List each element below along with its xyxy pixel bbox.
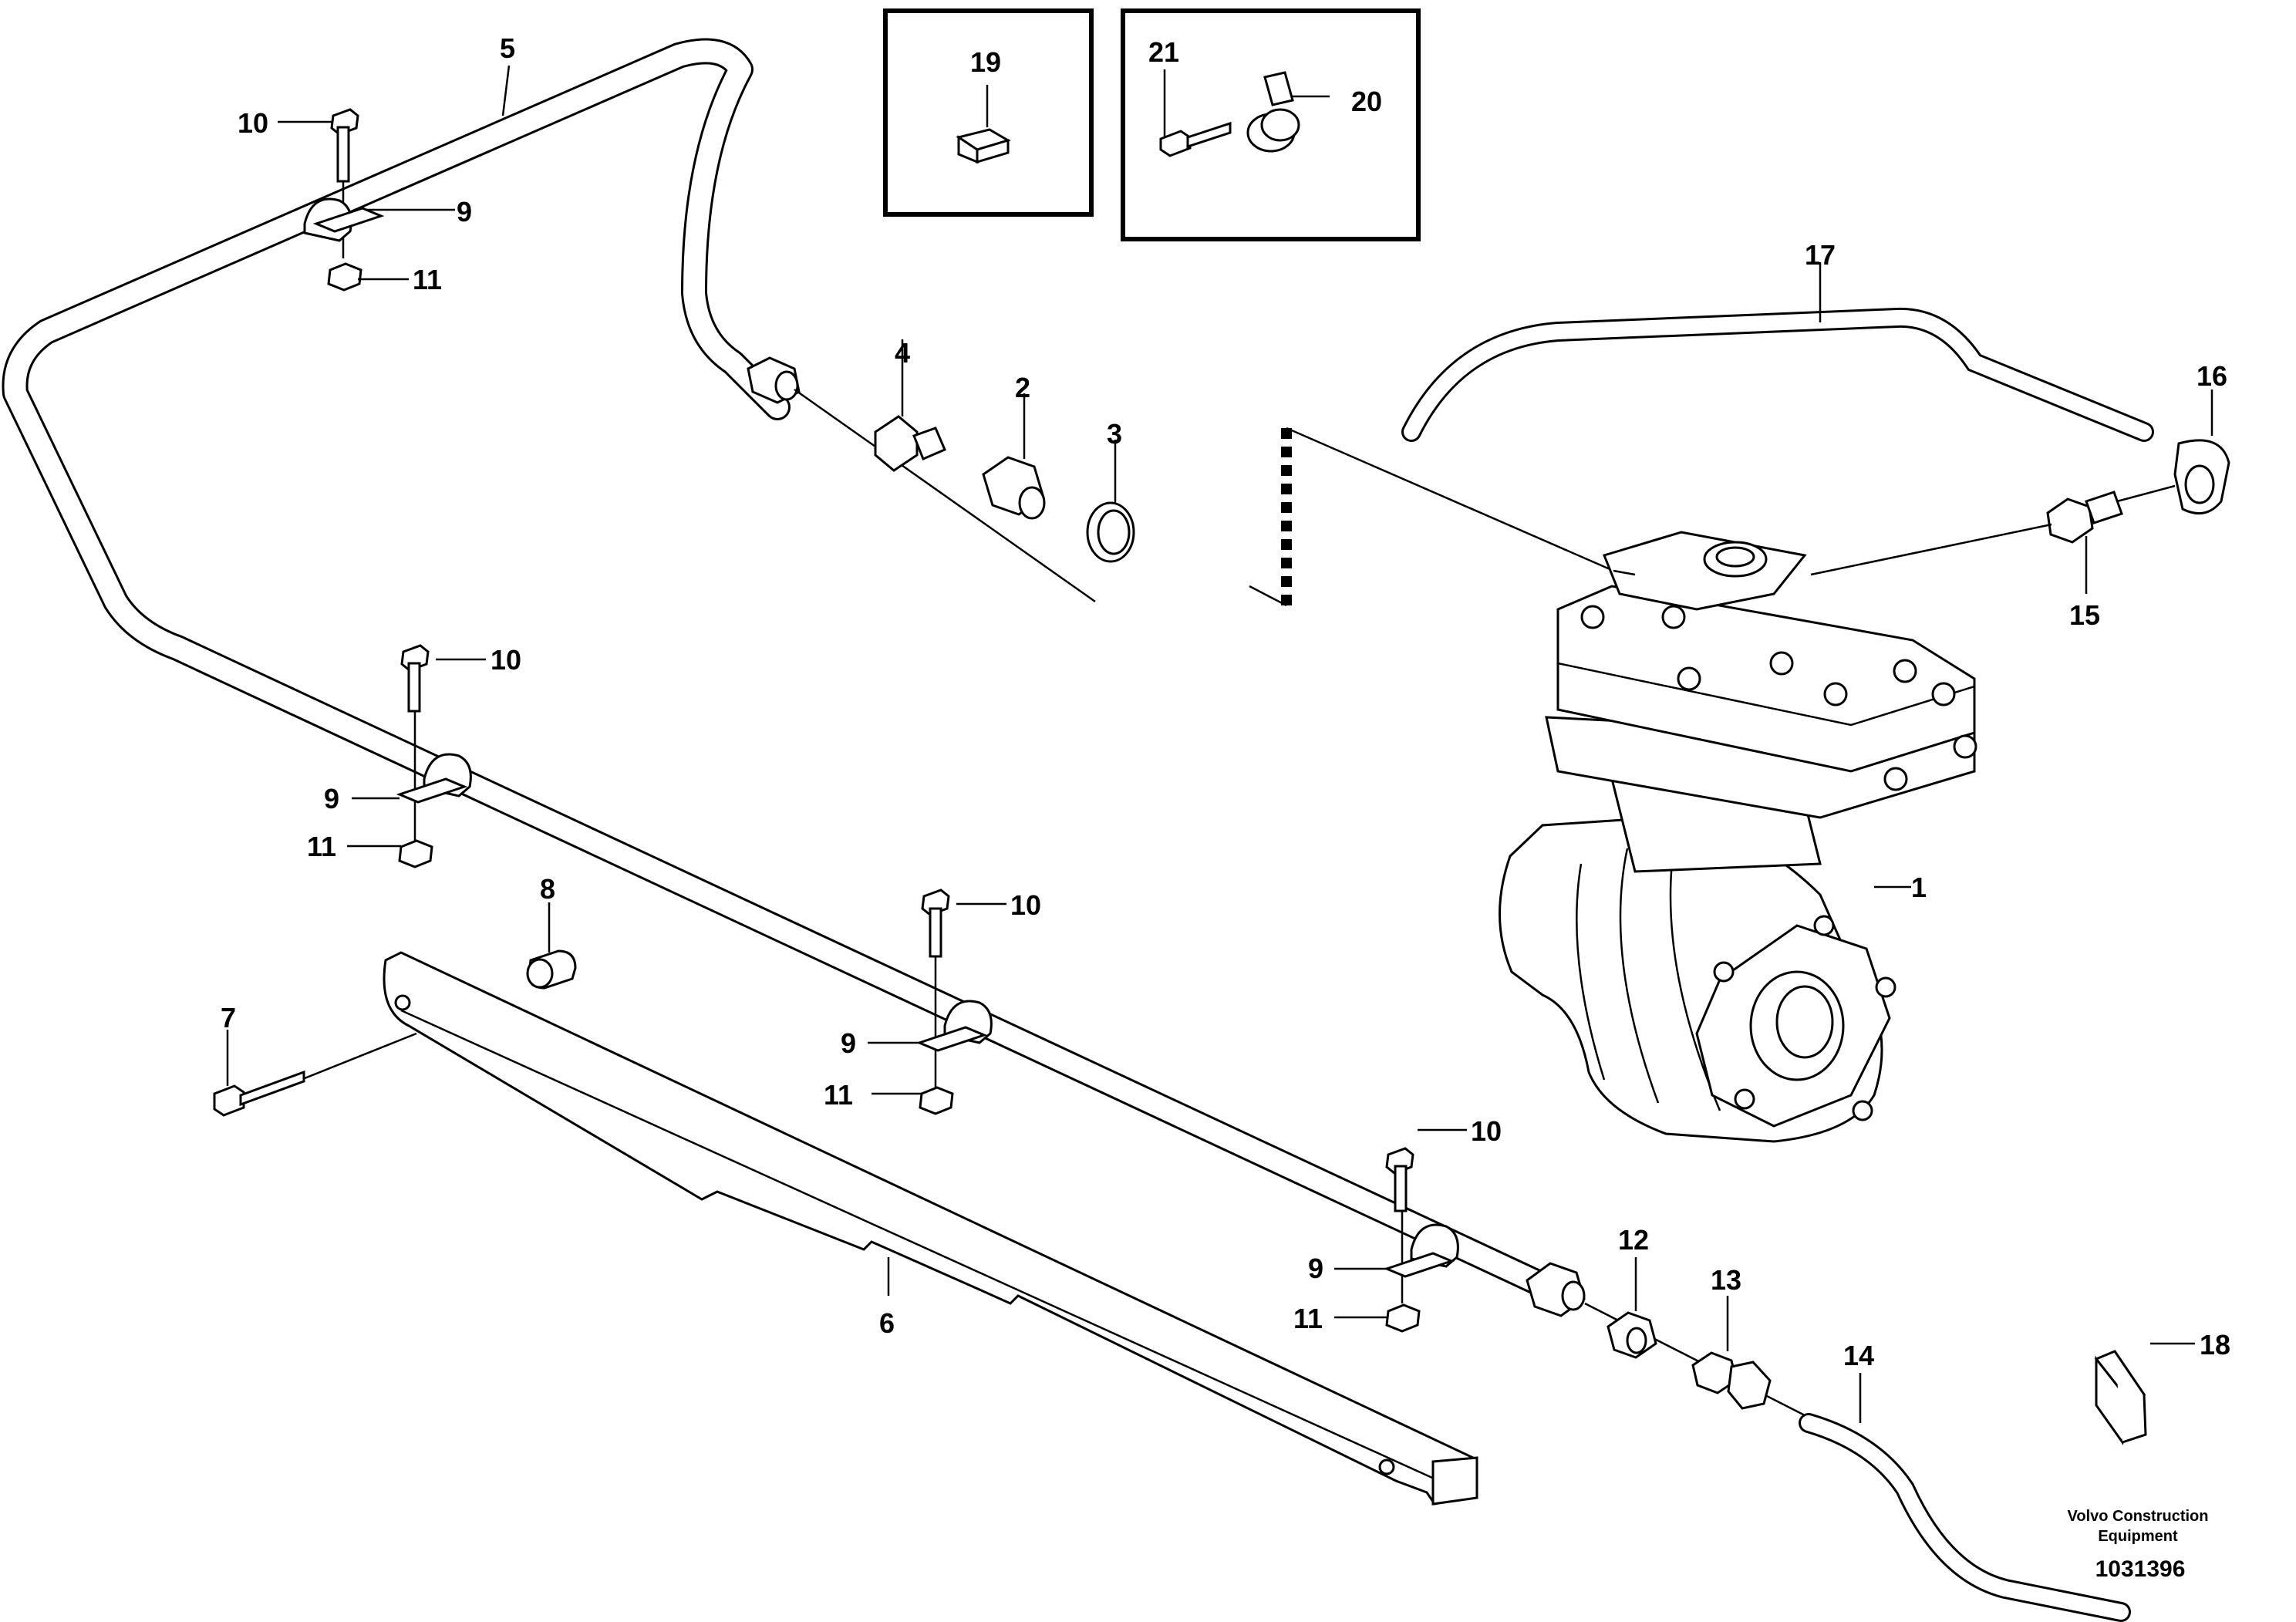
callout-8: 8 [540, 873, 555, 905]
callout-11d: 11 [1293, 1303, 1323, 1334]
bracket-6 [383, 951, 1478, 1506]
union-4 [874, 339, 946, 472]
callout-11c: 11 [824, 1079, 853, 1111]
callout-10b: 10 [491, 644, 521, 676]
callout-13: 13 [1711, 1264, 1741, 1296]
callout-9b: 9 [324, 783, 339, 814]
callout-3: 3 [1107, 418, 1122, 450]
callout-9d: 9 [1308, 1253, 1323, 1284]
callout-4: 4 [895, 337, 910, 369]
pipe-nut-lower [1526, 1262, 1586, 1317]
nipple-15 [1810, 484, 2176, 594]
clamp-set-b [396, 644, 472, 868]
plug-12 [1607, 1257, 1657, 1359]
plug-2 [982, 393, 1046, 520]
detail-box-19 [883, 8, 1094, 217]
callout-2: 2 [1015, 372, 1030, 403]
callout-1: 1 [1911, 872, 1927, 903]
leader-lines [278, 65, 1467, 1319]
hidden-connection [1249, 427, 1614, 607]
callout-11b: 11 [307, 831, 336, 862]
pipe-5 [2, 38, 1579, 1309]
clamp-set-a [303, 108, 385, 292]
credit-line-2: Equipment [2098, 1528, 2178, 1545]
seal-ring-3 [1086, 440, 1135, 563]
callout-10a: 10 [238, 107, 268, 139]
callout-9c: 9 [841, 1027, 856, 1059]
spacer-8 [526, 902, 577, 990]
callout-10d: 10 [1471, 1115, 1502, 1147]
callout-9a: 9 [457, 196, 472, 228]
callout-10c: 10 [1010, 889, 1041, 921]
clamp-set-d [1383, 1147, 1459, 1333]
callout-19: 19 [970, 46, 1001, 78]
drawing-number: 1031396 [2095, 1556, 2186, 1582]
callout-labels: 1 2 3 4 5 6 7 8 9 9 9 9 10 10 10 10 11 1… [221, 32, 2230, 1371]
callout-20: 20 [1351, 86, 1382, 117]
callout-16: 16 [2197, 360, 2227, 392]
callout-12: 12 [1618, 1224, 1649, 1256]
callout-7: 7 [221, 1002, 236, 1034]
hose-14 [1799, 1373, 2131, 1622]
callout-17: 17 [1805, 239, 1836, 271]
credit-block: Volvo Construction Equipment 1031396 [2068, 1508, 2209, 1582]
compressor-1 [1499, 531, 1977, 1143]
callout-15: 15 [2069, 599, 2100, 631]
callout-14: 14 [1843, 1340, 1874, 1371]
coupling-13 [1691, 1296, 1772, 1410]
callout-21: 21 [1148, 36, 1179, 68]
callout-6: 6 [879, 1307, 895, 1339]
callout-5: 5 [500, 32, 515, 64]
callout-11a: 11 [413, 264, 442, 295]
credit-line-1: Volvo Construction [2068, 1508, 2209, 1525]
bolt-7 [213, 1030, 417, 1117]
detail-box-20-21 [1121, 8, 1421, 241]
clamp-set-c [915, 889, 993, 1115]
strip-18 [2094, 1342, 2195, 1445]
callout-18: 18 [2200, 1329, 2230, 1361]
elbow-16 [2173, 389, 2230, 515]
hose-17 [1401, 262, 2154, 442]
